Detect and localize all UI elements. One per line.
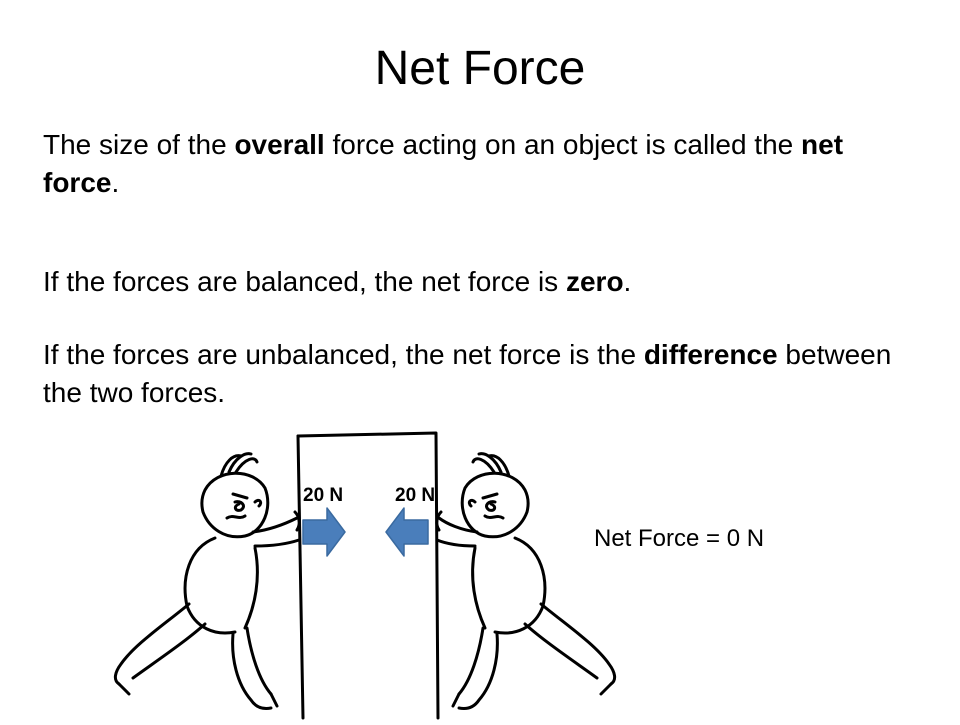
definition-text-3: .	[111, 167, 120, 198]
definition-text-1: The size of the	[43, 129, 235, 160]
unbalanced-bold-difference: difference	[643, 339, 778, 370]
unbalanced-paragraph: If the forces are unbalanced, the net fo…	[43, 336, 923, 412]
unbalanced-text-2: between the two forces.	[43, 339, 892, 408]
balanced-text-1: If the forces are balanced, the net forc…	[43, 266, 566, 297]
balanced-text-2: .	[623, 266, 632, 297]
definition-text-2: force acting on an object is called the	[324, 129, 802, 160]
left-force-arrow	[302, 507, 346, 557]
balanced-paragraph: If the forces are balanced, the net forc…	[43, 263, 923, 301]
definition-bold-overall: overall	[234, 129, 325, 160]
slide-title: Net Force	[374, 42, 586, 95]
left-figure	[113, 452, 301, 710]
right-force-arrow	[385, 507, 429, 557]
definition-paragraph: The size of the overall force acting on …	[43, 126, 923, 202]
box-shape	[296, 431, 440, 720]
net-force-result: Net Force = 0 N	[594, 525, 765, 552]
balanced-forces-illustration: 20 N 20 N	[105, 428, 625, 720]
balanced-bold-zero: zero	[565, 266, 624, 297]
unbalanced-text-1: If the forces are unbalanced, the net fo…	[43, 339, 644, 370]
right-figure	[435, 452, 617, 710]
right-force-label: 20 N	[395, 485, 435, 506]
left-force-label: 20 N	[303, 485, 343, 506]
definition-bold-net-force: net force	[43, 129, 844, 198]
